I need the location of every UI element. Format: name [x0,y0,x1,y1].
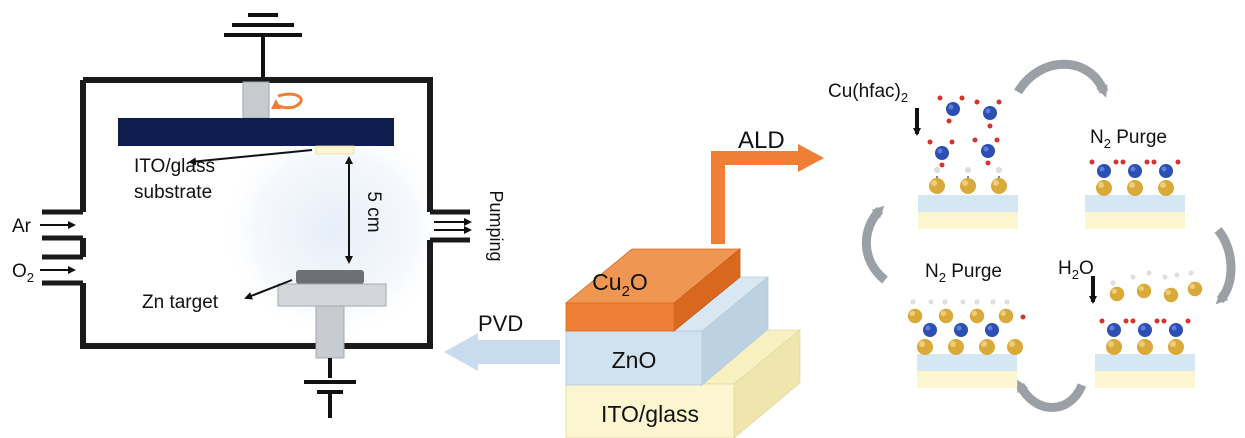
panel-precursor-pulse: Cu(hfac)2 [828,81,1018,229]
pumping-label: Pumping [486,190,506,261]
pumping-port [430,209,470,243]
ald-cycle: Cu(hfac)2 N2 Purge [828,59,1236,412]
ground-symbol-top [224,13,302,78]
ald-label: ALD [738,127,785,154]
ald-arrow-head [798,144,824,172]
cycle-arrow-bottom [1015,379,1087,412]
layer-stack: PVD ITO/glass ZnO Cu2O ALD [444,127,824,438]
ito-glass-layer-label: ITO/glass [601,401,699,427]
panel-h2o-pulse: H2O [1058,258,1203,388]
cu2o-layer-label: Cu2O [592,269,648,300]
pvd-label: PVD [478,311,523,336]
substrate-zno [918,195,1018,212]
rotation-shaft [242,81,270,119]
cycle-arrow-top [1014,59,1109,98]
chamber-wall [80,77,433,349]
cycle-arrow-left [861,205,889,284]
water-label: H2O [1058,258,1094,282]
target-holder [277,283,387,307]
zno-layer-label: ZnO [612,347,657,373]
purge-2-label: N2 Purge [925,261,1002,285]
purge-1-label: N2 Purge [1090,127,1167,151]
substrate-label-line-2: substrate [134,182,212,203]
precursor-label: Cu(hfac)2 [828,81,908,105]
zn-target [296,270,364,284]
water-molecules [1109,270,1203,303]
substrate-holder [118,118,394,146]
pvd-arrow [444,333,560,371]
o2-label: O2 [12,261,34,285]
ar-label: Ar [12,216,32,237]
ald-arrow [711,151,800,244]
target-label: Zn target [142,292,219,313]
sputtering-chamber: ITO/glass substrate 5 cm Zn target Ar O2… [12,13,506,418]
cu2o-layer: Cu2O [564,248,742,332]
cycle-arrow-right [1214,227,1236,305]
substrate-pointer-arrow [188,149,313,166]
precursor-molecules [927,95,1002,168]
panel-n2-purge-2: N2 Purge [907,261,1026,388]
panel-n2-purge-1: N2 Purge [1085,127,1185,229]
gas-inlet-ports [42,209,83,286]
ito-substrate [315,145,355,155]
substrate-ito [918,212,1018,229]
substrate-label-line-1: ITO/glass [134,156,215,177]
power-symbol-bottom [304,358,356,418]
target-shaft [315,305,345,359]
target-pointer-arrow [244,279,293,300]
rotation-arrow-icon [271,92,303,110]
distance-label: 5 cm [363,191,384,232]
